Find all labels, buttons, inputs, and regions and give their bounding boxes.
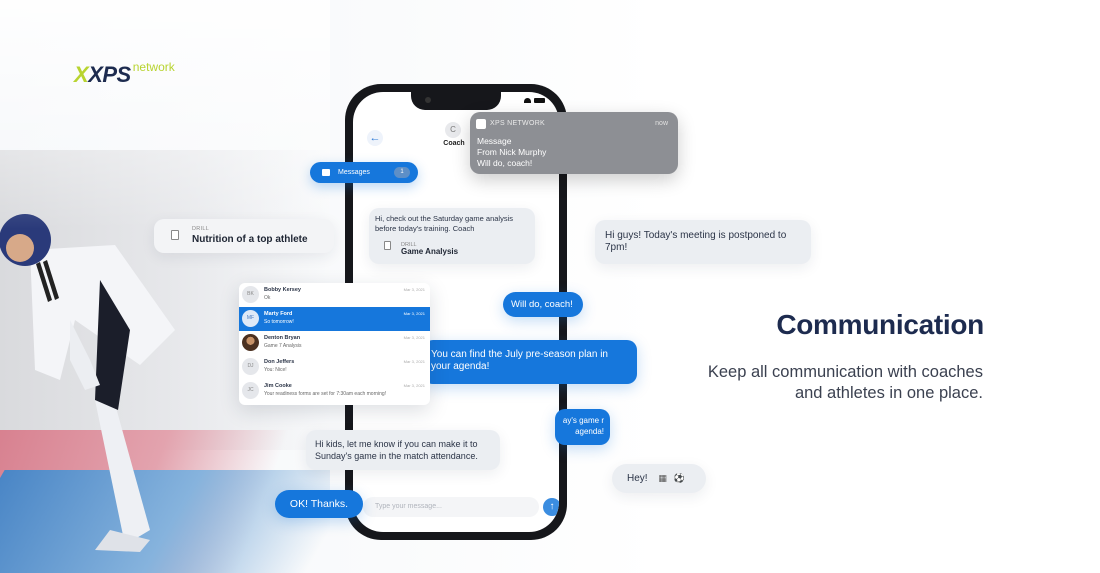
message-bubble-analysis: Hi, check out the Saturday game analysis… <box>369 208 535 264</box>
analysis-message-text: Hi, check out the Saturday game analysis… <box>375 214 513 233</box>
logo-wordmark: XXPS <box>74 62 131 87</box>
avatar: DJ <box>242 358 259 375</box>
soccer-ball-icon: ⚽ <box>673 473 685 483</box>
app-icon <box>476 119 486 129</box>
conversation-name: Don Jeffers <box>264 359 295 365</box>
list-item[interactable]: JC Jim Cooke Your readiness forms are se… <box>239 379 430 403</box>
notification-time: now <box>655 120 668 127</box>
conversation-preview: So tomorrow! <box>264 319 294 325</box>
conversation-name: Denton Bryan <box>264 335 301 341</box>
logo-main-text: XPS <box>88 62 131 87</box>
conversation-name: Bobby Kersey <box>264 287 301 293</box>
avatar: MF <box>242 310 259 327</box>
push-notification[interactable]: XPS NETWORK now Message From Nick Murphy… <box>470 112 678 174</box>
message-bubble-july-plan: You can find the July pre-season plan in… <box>423 340 637 384</box>
page-title: Communication <box>776 309 984 340</box>
conversation-preview: Game 7 Analysis <box>264 343 302 349</box>
logo-sub-text: network <box>132 60 175 74</box>
message-bubble-partial: ay's game r agenda! <box>555 409 610 445</box>
hey-text: Hey! <box>627 473 648 484</box>
document-icon <box>384 241 391 250</box>
message-bubble-ok-thanks: OK! Thanks. <box>275 490 363 518</box>
list-item[interactable]: Denton Bryan Game 7 Analysis Mar 3, 2021 <box>239 331 430 355</box>
message-bubble-hey: Hey! ▦ ⚽ <box>612 464 706 493</box>
message-bubble-hi-kids: Hi kids, let me know if you can make it … <box>306 430 500 470</box>
message-bubble-will-do: Will do, coach! <box>503 292 583 317</box>
chat-header: ← C Coach <box>353 122 559 158</box>
conversation-preview: Your readiness forms are set for 7:30am … <box>264 391 387 397</box>
conversation-preview: You: Nice! <box>264 367 287 373</box>
chat-bubble-icon <box>322 169 330 176</box>
avatar: BK <box>242 286 259 303</box>
document-icon <box>171 230 179 240</box>
status-bar-icons <box>524 98 545 103</box>
message-bubble-postponed: Hi guys! Today's meeting is postponed to… <box>595 220 811 264</box>
avatar <box>242 334 259 351</box>
arrow-up-icon: ↑ <box>549 501 555 512</box>
attachment-title[interactable]: Game Analysis <box>401 247 459 256</box>
drill-title: Nutrition of a top athlete <box>192 234 308 245</box>
avatar[interactable]: C <box>445 122 461 138</box>
back-arrow-icon[interactable]: ← <box>367 130 383 146</box>
send-button[interactable]: ↑ <box>543 498 559 516</box>
message-input[interactable]: Type your message... <box>363 497 539 517</box>
attachment-label: DRILL <box>401 242 417 248</box>
camera-icon <box>425 97 431 103</box>
conversation-date: Mar 3, 2021 <box>403 359 425 364</box>
phone-notch <box>411 92 501 110</box>
list-item[interactable]: BK Bobby Kersey Ok Mar 3, 2021 <box>239 283 430 307</box>
conversation-name: Jim Cooke <box>264 383 292 389</box>
notification-app-name: XPS NETWORK <box>490 120 546 127</box>
drill-label: DRILL <box>192 226 210 232</box>
conversation-date: Mar 3, 2021 <box>403 335 425 340</box>
battery-icon <box>534 98 545 103</box>
drill-card[interactable]: DRILL Nutrition of a top athlete <box>154 219 334 253</box>
list-item[interactable]: DJ Don Jeffers You: Nice! Mar 3, 2021 <box>239 355 430 379</box>
notification-title: Message <box>477 136 512 146</box>
conversation-list: BK Bobby Kersey Ok Mar 3, 2021 MF Marty … <box>239 283 430 405</box>
messages-label: Messages <box>338 169 370 176</box>
list-item[interactable]: MF Marty Ford So tomorrow! Mar 3, 2021 <box>239 307 430 331</box>
conversation-date: Mar 3, 2021 <box>403 311 425 316</box>
conversation-name: Marty Ford <box>264 311 293 317</box>
notification-body: Will do, coach! <box>477 158 533 168</box>
xps-network-logo[interactable]: XXPS network <box>74 60 175 88</box>
conversation-preview: Ok <box>264 295 271 301</box>
unread-count-badge: 1 <box>394 167 410 178</box>
goal-net-icon: ▦ <box>658 473 667 483</box>
messages-button[interactable]: Messages 1 <box>310 162 418 183</box>
conversation-date: Mar 3, 2021 <box>403 383 425 388</box>
page-subtitle: Keep all communication with coaches and … <box>707 363 983 402</box>
conversation-date: Mar 3, 2021 <box>403 287 425 292</box>
chat-title: Coach <box>443 140 465 147</box>
avatar: JC <box>242 382 259 399</box>
wifi-icon <box>524 98 531 103</box>
notification-sender: From Nick Murphy <box>477 147 547 157</box>
